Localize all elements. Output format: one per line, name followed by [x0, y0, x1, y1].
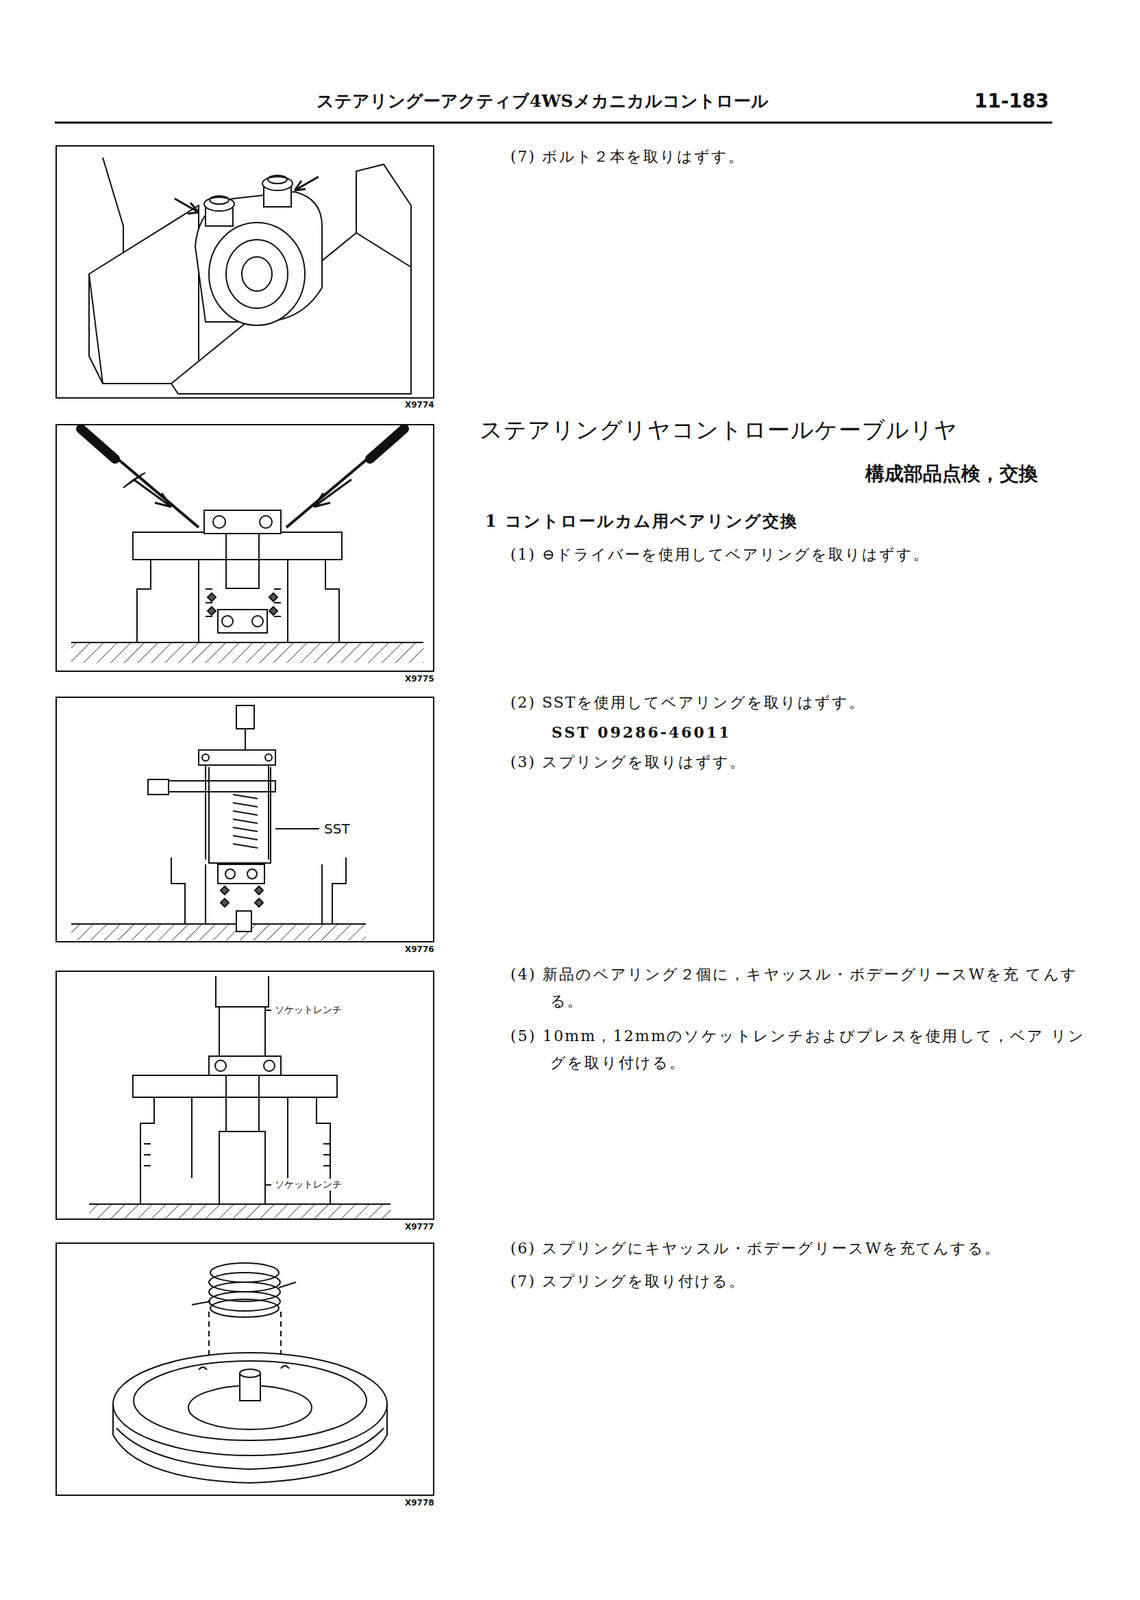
tool-number: SST 09286-46011 [551, 723, 732, 742]
section-title: ステアリングリヤコントロールケーブルリヤ [479, 416, 958, 444]
step-text: (2) SSTを使用してベアリングを取りはずす。 [510, 694, 866, 712]
step-text: (6) スプリングにキヤッスル・ボデーグリースWを充てんする。 [510, 1240, 1001, 1258]
figure-code: X9777 [404, 1222, 435, 1232]
figure-code: X9776 [404, 944, 435, 955]
step-heading: 1 コントロールカム用ベアリング交換 [485, 511, 799, 532]
step-text: (1) ⊖ドライバーを使用してベアリングを取りはずす。 [510, 546, 930, 564]
figure-code: X9775 [404, 674, 435, 684]
step-text: (4) 新品のベアリング２個に，キヤッスル・ボデーグリースWを充 てんする。 [510, 961, 1092, 1015]
step-text: (3) スプリングを取りはずす。 [510, 753, 747, 772]
figure-code: X9778 [404, 1498, 435, 1508]
page-number: 11-183 [974, 89, 1049, 114]
step-text: (7) ボルト２本を取りはずす。 [510, 147, 745, 166]
step-text: (7) スプリングを取り付ける。 [510, 1272, 746, 1291]
step-text: (5) 10mm，12mmのソケットレンチおよびプレスを使用して，ベア リングを… [510, 1023, 1092, 1077]
figure-code: X9774 [404, 400, 435, 410]
running-header: ステアリングーアクティブ4WSメカニカルコントロール [316, 91, 769, 112]
part-label: SST [321, 820, 353, 838]
part-label: ソケットレンチ [272, 1179, 344, 1191]
part-label: ソケットレンチ [272, 1004, 344, 1016]
subheading: 構成部品点検，交換 [865, 462, 1038, 486]
